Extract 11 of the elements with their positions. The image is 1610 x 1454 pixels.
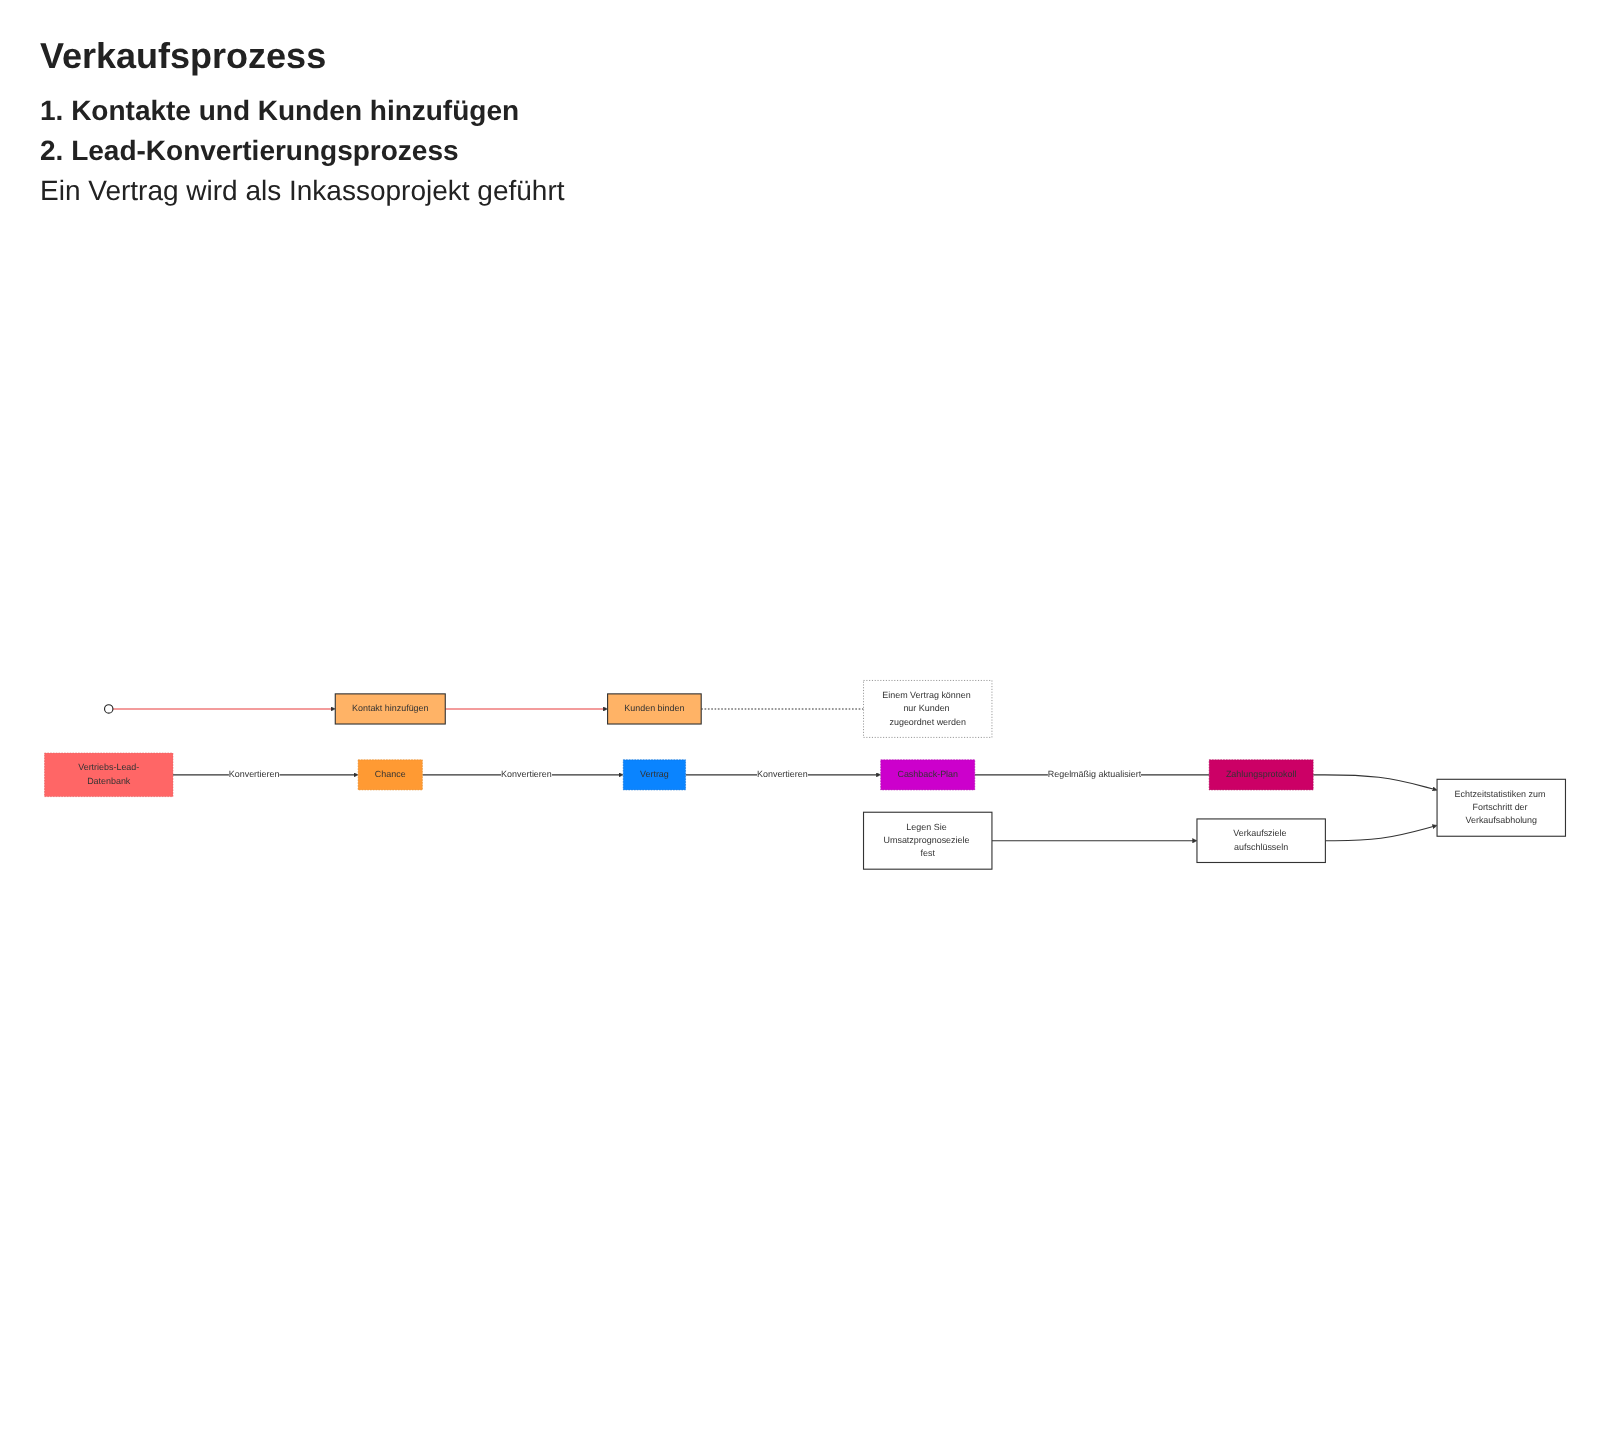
diagram-title: Verkaufsprozess [40,36,329,78]
node-circle [104,703,114,713]
arrow [1312,773,1438,791]
arrow [444,705,608,711]
arrow [991,837,1198,843]
arrow [1324,823,1438,841]
note-text: Ein Vertrag wird als Inkassoprojekt geführt [40,174,567,206]
section-heading: 1. Kontakte und Kunden hinzufügen [40,94,522,126]
connector [700,707,865,709]
arrow [112,705,336,711]
section-heading: 2. Lead-Konvertierungsprozess [40,134,461,166]
